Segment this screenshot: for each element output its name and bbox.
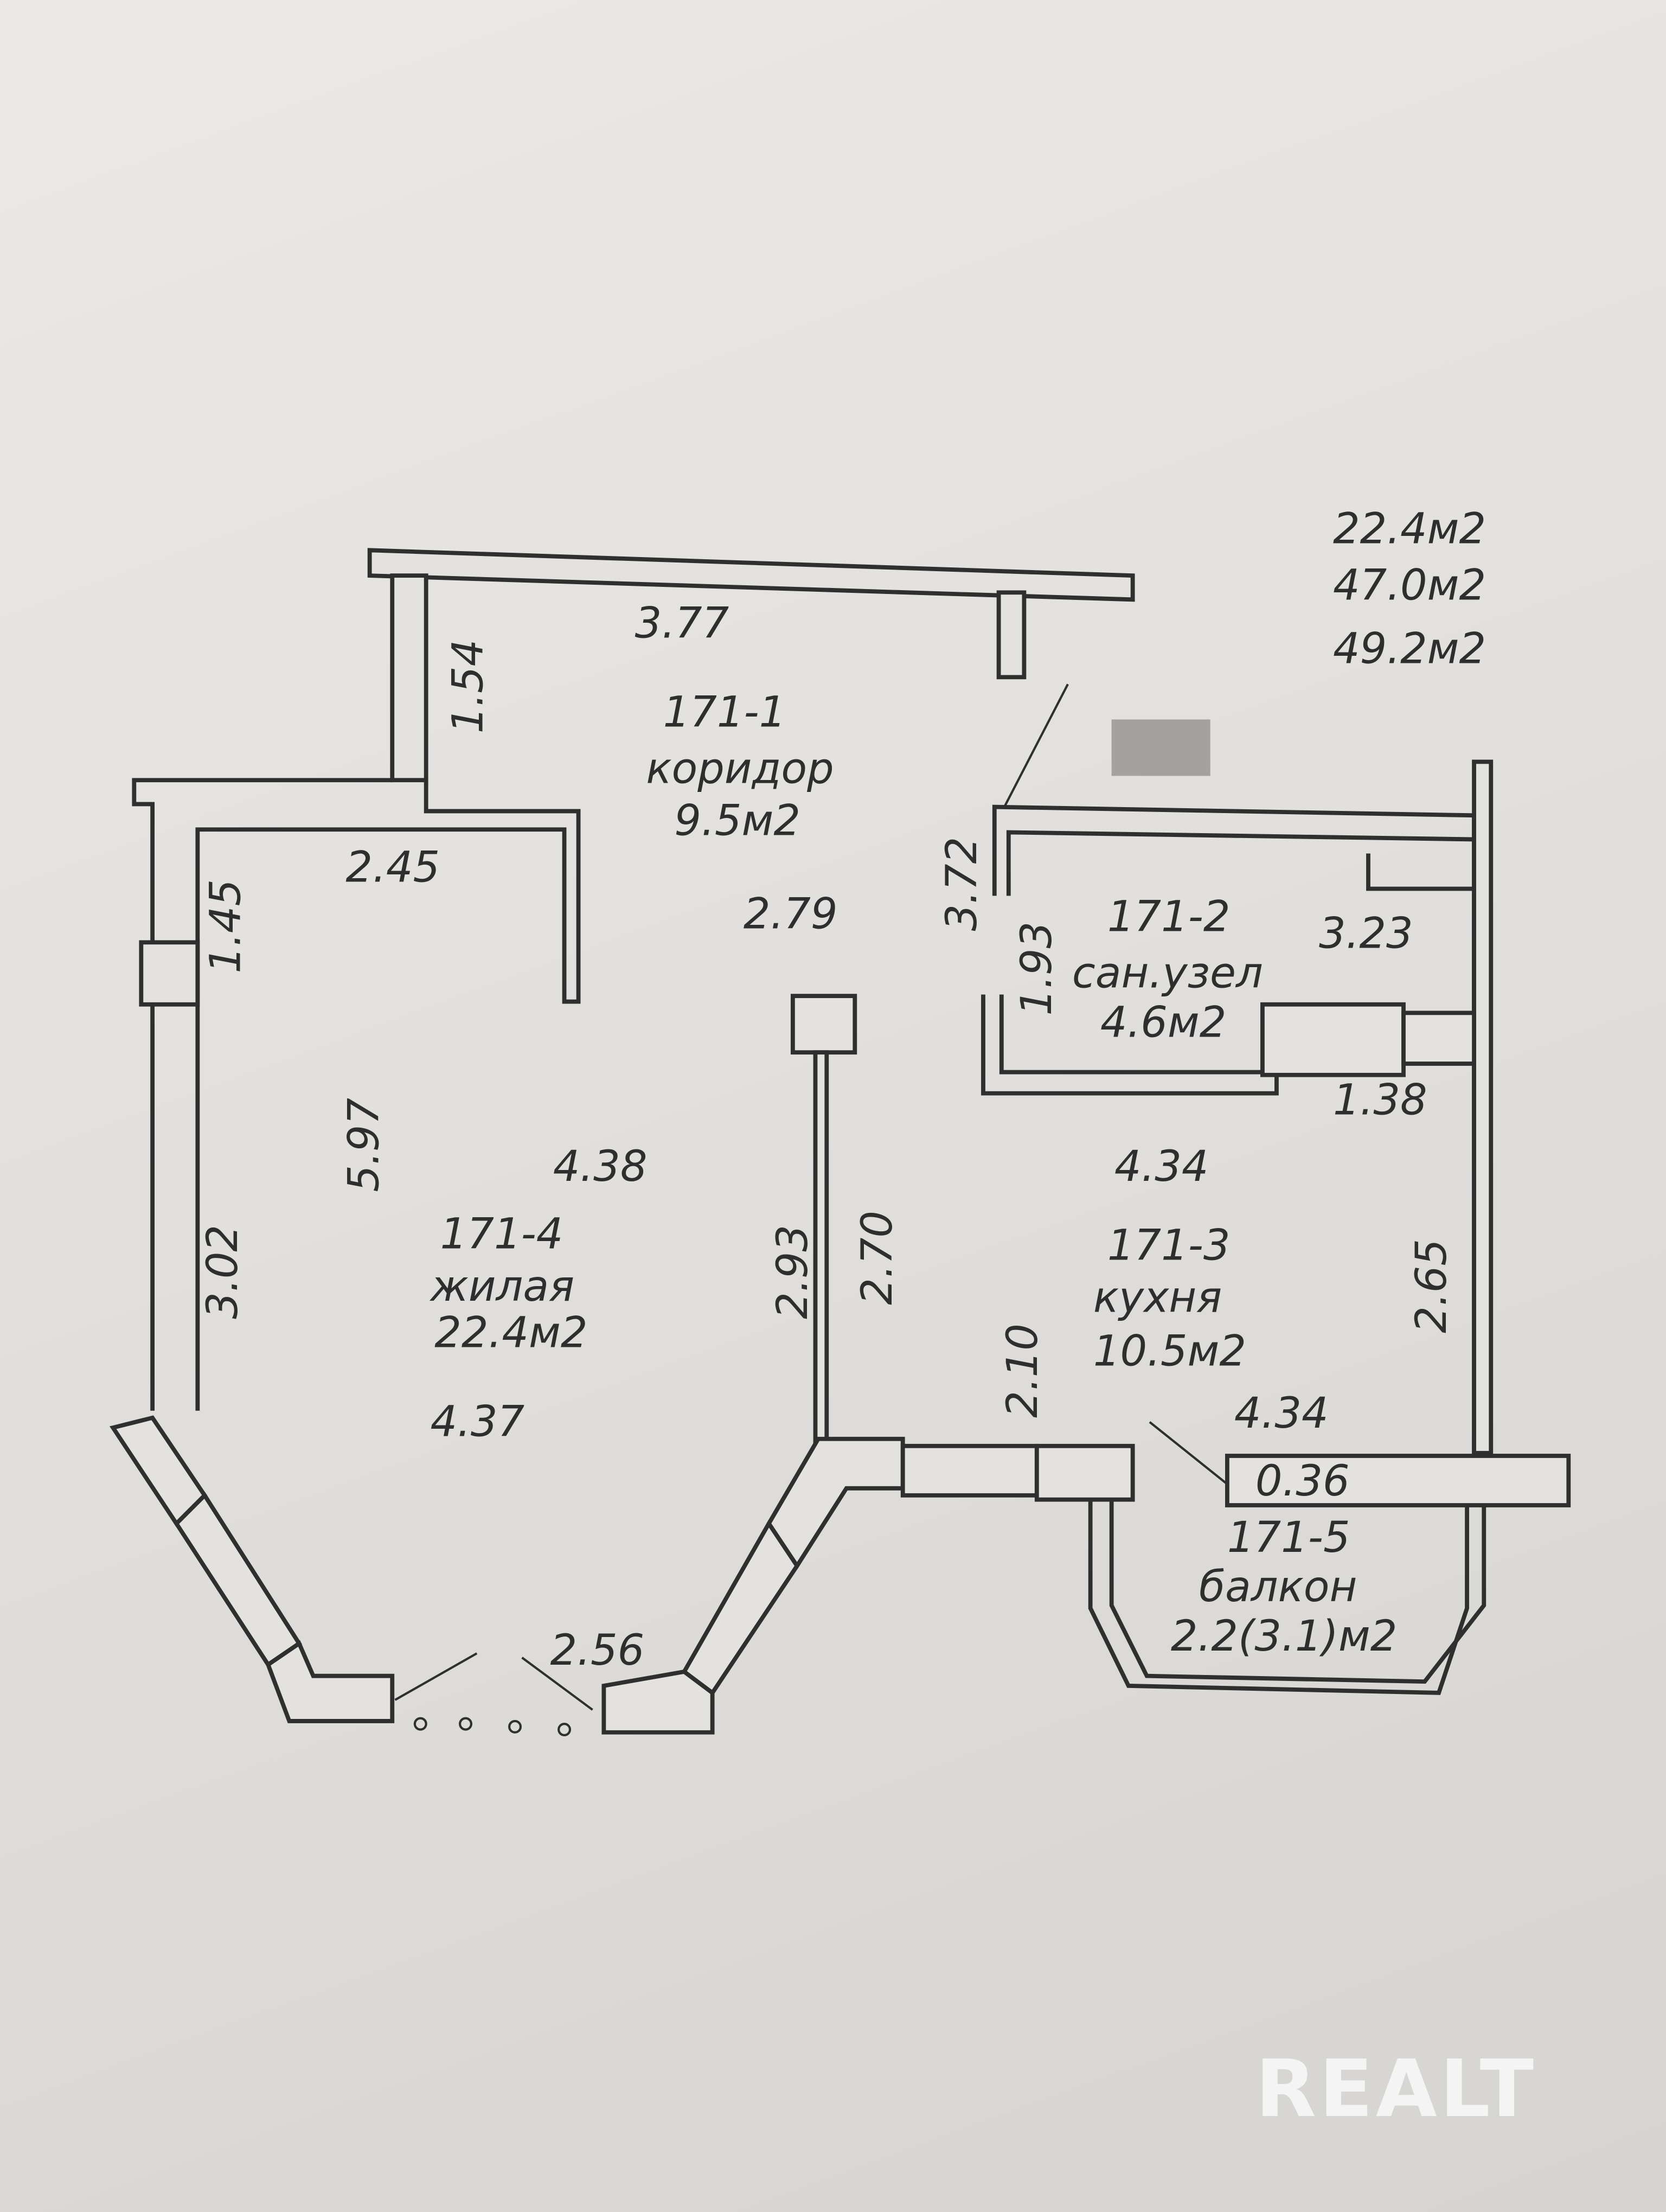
dimension: 1.54 bbox=[444, 640, 493, 734]
door-leaf-left bbox=[394, 1652, 478, 1701]
dimension: 0.36 bbox=[1255, 1457, 1350, 1506]
total-area: 47.0м2 bbox=[1333, 561, 1486, 610]
balcony-outline-inner bbox=[1109, 1499, 1486, 1684]
dimension: 4.37 bbox=[430, 1398, 524, 1447]
vent bbox=[1366, 853, 1475, 891]
room-name: сан.узел bbox=[1072, 949, 1263, 998]
dimension: 2.45 bbox=[345, 843, 440, 892]
balcony-pillar bbox=[1034, 1443, 1135, 1502]
door-leaf-right bbox=[521, 1657, 593, 1711]
redacted-blur bbox=[1111, 719, 1210, 776]
dimension: 2.79 bbox=[744, 890, 838, 938]
dimension: 2.65 bbox=[1407, 1239, 1456, 1333]
kitchen-window bbox=[900, 1443, 1039, 1498]
room-id: 171-3 bbox=[1107, 1221, 1231, 1270]
bay-corner-right bbox=[766, 1436, 905, 1570]
dimension: 4.34 bbox=[1234, 1389, 1329, 1438]
dimension: 3.77 bbox=[635, 599, 729, 648]
room-id: 171-2 bbox=[1107, 893, 1231, 942]
bay-window-right bbox=[681, 1519, 800, 1696]
right-wall bbox=[1472, 759, 1494, 1455]
bath-bottom-wall bbox=[981, 994, 1279, 1096]
room-area: 10.5м2 bbox=[1093, 1327, 1246, 1376]
bay-bottom-left bbox=[265, 1640, 395, 1723]
realt-watermark-logo: REALT bbox=[1255, 2043, 1536, 2135]
pillar bbox=[139, 940, 200, 1007]
room-id: 171-1 bbox=[663, 688, 786, 737]
door-circles bbox=[413, 1717, 572, 1737]
dimension: 5.97 bbox=[339, 1098, 388, 1192]
dimension: 3.02 bbox=[198, 1225, 247, 1319]
dimension: 2.93 bbox=[768, 1225, 817, 1319]
room-area: 4.6м2 bbox=[1100, 999, 1227, 1047]
dimension: 3.72 bbox=[938, 837, 986, 931]
corridor-left-wall bbox=[390, 573, 428, 783]
balcony-outline bbox=[1088, 1499, 1469, 1695]
room-id: 171-5 bbox=[1227, 1513, 1350, 1562]
top-wall bbox=[367, 548, 1135, 602]
bath-block bbox=[1260, 1002, 1406, 1077]
room-name: жилая bbox=[429, 1262, 574, 1311]
room-name: коридор bbox=[646, 744, 834, 793]
dimension: 1.38 bbox=[1333, 1076, 1427, 1125]
column bbox=[790, 994, 857, 1055]
dimension: 2.10 bbox=[998, 1324, 1047, 1418]
bay-window-left bbox=[174, 1492, 302, 1668]
room-area: 9.5м2 bbox=[674, 797, 800, 846]
dimension: 2.56 bbox=[550, 1626, 645, 1675]
bay-bottom-right bbox=[601, 1669, 715, 1735]
room-id: 171-4 bbox=[440, 1210, 563, 1259]
room-area: 22.4м2 bbox=[434, 1309, 587, 1358]
total-area-balcony: 49.2м2 bbox=[1333, 624, 1486, 673]
niche-wall bbox=[195, 780, 581, 1411]
room-area: 2.2(3.1)м2 bbox=[1171, 1612, 1398, 1661]
balcony-wall bbox=[1225, 1454, 1571, 1507]
bath-window bbox=[1401, 1011, 1476, 1066]
dimension: 4.38 bbox=[553, 1142, 648, 1191]
dimension: 4.34 bbox=[1114, 1142, 1209, 1191]
corridor-stub bbox=[996, 590, 1027, 680]
room-name: балкон bbox=[1199, 1563, 1357, 1612]
balcony-door bbox=[1149, 1421, 1228, 1485]
dimension: 3.23 bbox=[1319, 910, 1413, 958]
room-name: кухня bbox=[1093, 1274, 1222, 1322]
walls bbox=[110, 548, 1571, 1737]
leader-line bbox=[1003, 683, 1069, 808]
dimension: 1.45 bbox=[201, 879, 250, 974]
total-living: 22.4м2 bbox=[1333, 504, 1486, 553]
dimension: 1.93 bbox=[1013, 922, 1061, 1016]
bath-inner-wall bbox=[1006, 830, 1475, 896]
dimension: 2.70 bbox=[853, 1211, 902, 1305]
